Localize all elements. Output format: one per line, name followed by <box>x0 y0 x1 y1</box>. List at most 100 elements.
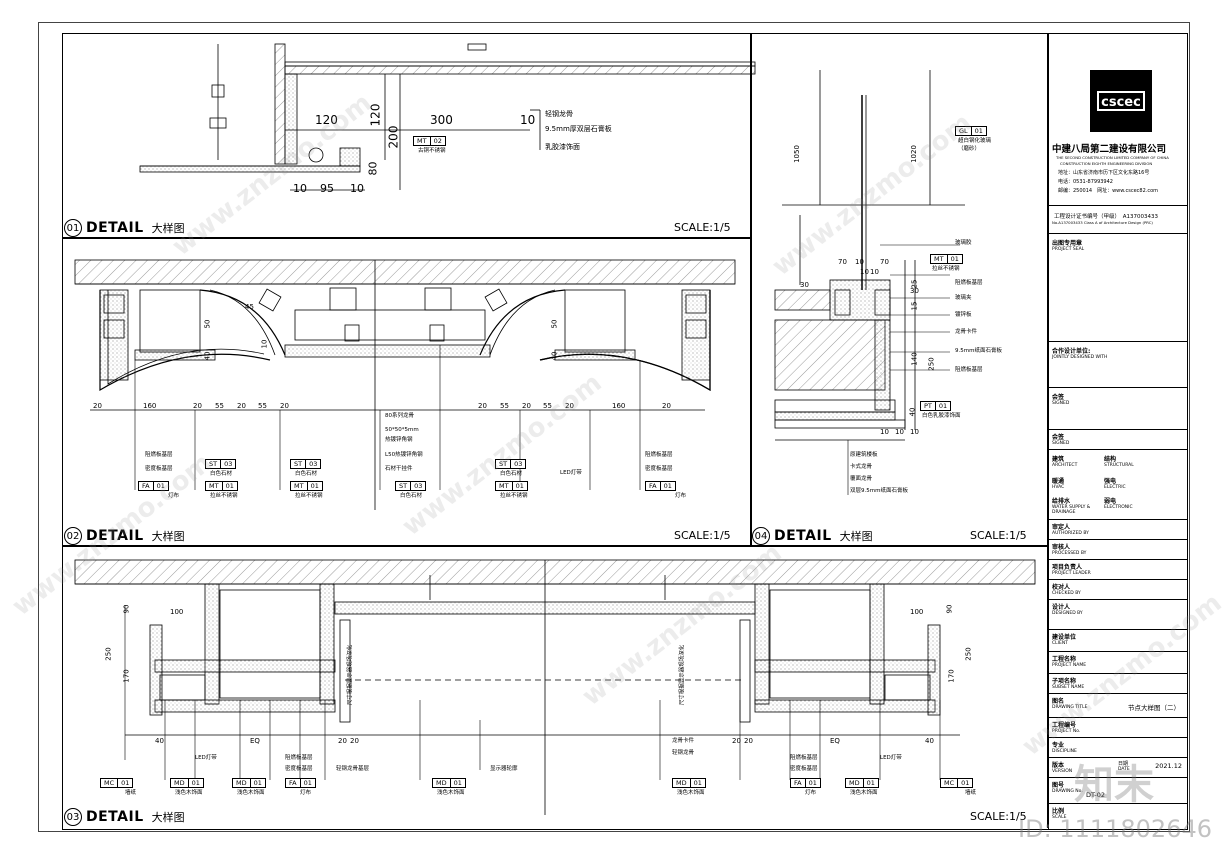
row-en: PROCESSED BY <box>1052 551 1087 556</box>
detail-01-word: DETAIL <box>86 220 144 236</box>
row-en: PROJECT NAME <box>1052 663 1087 668</box>
discipline-row: 专业 DISCIPLINE <box>1048 737 1188 758</box>
scale-row: 比例 SCALE <box>1048 803 1188 828</box>
row-cn: 审定人 <box>1052 524 1071 531</box>
company-address: 地址：山东省济南市历下区文化东路16号 <box>1058 170 1150 176</box>
material-note: 墙纸 <box>965 790 977 796</box>
panel-03 <box>62 545 1049 830</box>
panel-02 <box>62 237 752 547</box>
detail-03-scale: SCALE:1/5 <box>970 810 1027 823</box>
project-no-row: 工程编号 PROJECT No. <box>1048 717 1188 738</box>
dim-label: 40 <box>155 737 164 745</box>
material-note: 灯布 <box>805 790 817 796</box>
dim-label: 20 <box>93 402 102 410</box>
material-note: 拉丝不锈钢 <box>932 266 960 272</box>
disc-cn: 暖通 <box>1052 478 1065 485</box>
drawing-no-en: DRAWING No. <box>1052 789 1083 794</box>
sign2-row: 会签 SIGNED <box>1048 429 1188 450</box>
detail-02-drawing <box>74 259 736 510</box>
dim-label: 20 <box>350 737 359 745</box>
dim-label: 40 <box>550 351 559 361</box>
signed-en: SIGNED <box>1052 401 1070 406</box>
disc-en: ARCHITECT <box>1052 463 1078 468</box>
dim-label: 10 <box>895 428 904 436</box>
brand-watermark: 知末 <box>1074 762 1154 808</box>
scale-en: SCALE <box>1052 815 1067 820</box>
note-label: 卡式龙骨 <box>850 464 873 470</box>
note-label: 显示器轮廓 <box>490 766 518 772</box>
company-name: 中建八局第二建设有限公司 <box>1052 144 1167 155</box>
material-note: 白色石材 <box>295 471 318 477</box>
dim-label: 10 <box>870 268 879 276</box>
detail-01-header: 01 DETAIL 大样图 <box>64 219 185 237</box>
drawing-no-row: 图号 DRAWING No. DT-02 <box>1048 777 1188 804</box>
row-cn: 子项名称 <box>1052 678 1077 685</box>
note-label: 9.5mm厚双层石膏板 <box>545 125 612 133</box>
disc-en: STRUCTURAL <box>1104 463 1134 468</box>
note-label: 密度板基层 <box>145 466 173 472</box>
note-label: 龙骨卡件 <box>672 738 695 744</box>
detail-03-header: 03 DETAIL 大样图 <box>64 808 185 826</box>
dim-label: 10 <box>520 113 536 127</box>
note-label: L50热镀锌角钢 <box>385 452 423 458</box>
detail-02-cn: 大样图 <box>151 530 185 543</box>
note-label: 轻钢龙骨 <box>545 110 573 118</box>
detail-02-number: 02 <box>64 527 82 545</box>
drawing-title: 节点大样图（二） <box>1128 704 1180 712</box>
dim-label: 100 <box>910 608 924 616</box>
date-en: DATE <box>1118 767 1130 772</box>
discipline-en: DISCIPLINE <box>1052 749 1077 754</box>
dim-label: 90 <box>122 604 131 614</box>
note-label: 9.5mm纸面石膏板 <box>955 348 1002 354</box>
seal-cn: 出图专用章 <box>1052 240 1083 247</box>
disc-en: WATER SUPPLY & DRAINAGE <box>1052 505 1091 515</box>
row-cn: 审核人 <box>1052 544 1071 551</box>
dim-label: 90 <box>945 604 954 614</box>
material-note: 浅色木饰面 <box>175 790 203 796</box>
material-note: 白色石材 <box>210 471 233 477</box>
note-label: 阻燃板基层 <box>790 755 818 761</box>
material-note: 浅色木饰面 <box>850 790 878 796</box>
dim-label: 10 <box>860 268 869 276</box>
version-row: 版本 VERSION 2021.12 日期 DATE <box>1048 757 1188 778</box>
note-label: LED灯带 <box>880 755 902 761</box>
dim-label: 20 <box>732 737 741 745</box>
dim-label: EQ <box>830 737 840 745</box>
dim-label: 20 <box>237 402 246 410</box>
company-logo: cscec <box>1090 70 1152 132</box>
row-cn: 校对人 <box>1052 584 1071 591</box>
dim-label: 120 <box>315 113 338 127</box>
dim-label: 10 <box>880 428 889 436</box>
dim-label: 20 <box>338 737 347 745</box>
material-note: 白色石材 <box>500 471 523 477</box>
svg-text:cscec: cscec <box>1101 95 1141 110</box>
dim-label: 55 <box>543 402 552 410</box>
material-note: 灯布 <box>675 493 687 499</box>
cert-row: 工程设计证书编号（甲级） A137003433 No.A137003433 Cl… <box>1048 205 1188 234</box>
dim-label: 80 <box>366 161 380 176</box>
detail-01-drawing <box>139 43 756 191</box>
detail-04-header: 04 DETAIL 大样图 <box>752 527 873 545</box>
title-block: 中建八局第二建设有限公司 THE SECOND CONSTRUCTION LIM… <box>1047 33 1188 828</box>
note-label: 石材干挂件 <box>385 466 413 472</box>
dim-label: 250 <box>104 647 113 661</box>
detail-01-number: 01 <box>64 219 82 237</box>
dim-label: 20 <box>280 402 289 410</box>
dim-label: 10 <box>293 182 307 195</box>
dim-label: 20 <box>193 402 202 410</box>
dim-label: 200 <box>386 125 401 149</box>
note-label: 双层9.5mm纸面石膏板 <box>850 488 908 494</box>
